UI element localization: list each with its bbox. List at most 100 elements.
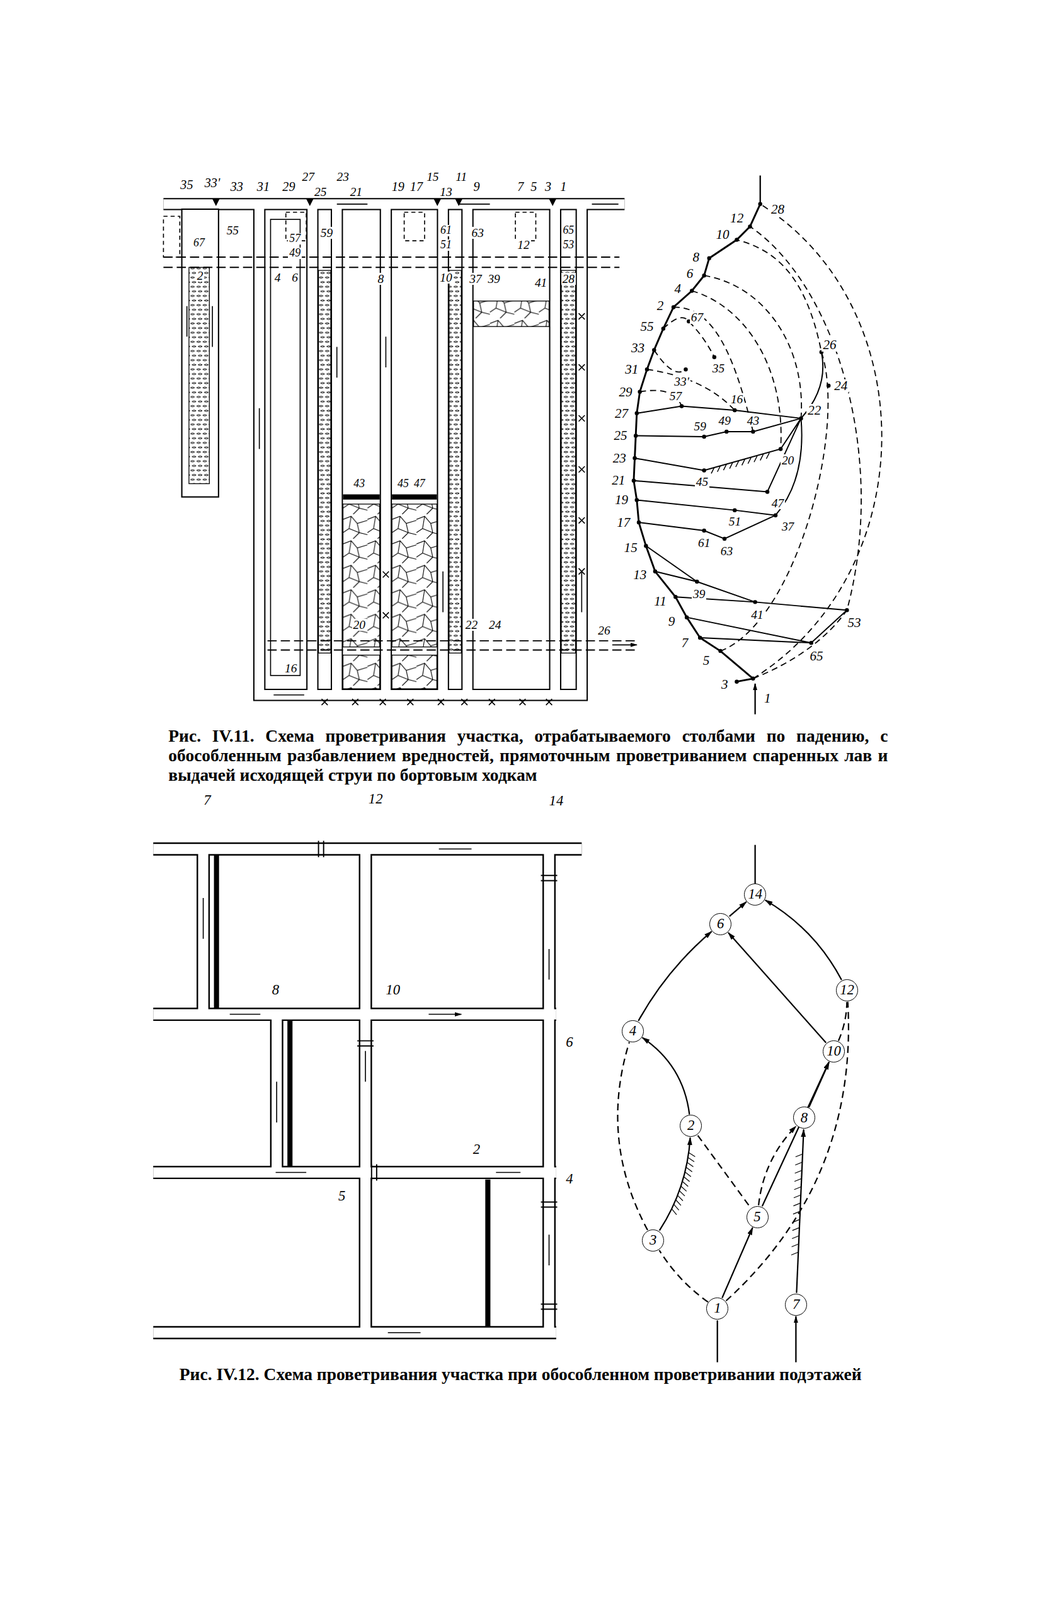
stopping-triangle [212, 199, 557, 207]
network-node: 10 [822, 1040, 845, 1063]
callout-number: 65 [808, 649, 825, 663]
longwall-face [216, 854, 489, 1327]
callout-number: 12 [728, 211, 745, 225]
mine-drift-void [163, 204, 625, 695]
callout-number: 4 [672, 282, 683, 296]
callout-number: 43 [745, 414, 761, 427]
callout-number: 65 [561, 224, 576, 237]
callout-number: 14 [548, 793, 566, 809]
airflow-connector [617, 1042, 648, 1230]
callout-number: 11 [652, 594, 668, 608]
network-node: 8 [793, 1106, 816, 1129]
callout-number: 2 [471, 1142, 482, 1157]
callout-number: 49 [287, 247, 302, 259]
airflow-connector [728, 932, 826, 1043]
collapsed-zone [473, 301, 550, 327]
callout-number: 61 [439, 224, 453, 237]
node-number: 6 [716, 916, 724, 932]
airflow-connector [721, 1227, 753, 1298]
separate-panel [182, 209, 219, 498]
network-node: 2 [679, 1114, 702, 1137]
airflow-connector [659, 1249, 709, 1302]
callout-number: 3 [543, 180, 553, 193]
callout-number: 53 [846, 616, 862, 630]
callout-number: 59 [692, 420, 708, 433]
callout-number: 33' [203, 176, 222, 189]
callout-number: 23 [611, 451, 628, 465]
callout-number: 12 [515, 238, 531, 251]
callout-number: 55 [225, 224, 241, 237]
airflow-connector [729, 901, 747, 917]
network-node: 3 [641, 1229, 665, 1252]
network-node: 14 [744, 883, 767, 906]
callout-number: 7 [680, 636, 690, 650]
callout-number: 10 [438, 271, 453, 284]
callout-number: 1 [762, 691, 773, 705]
callout-number: 17 [615, 515, 632, 530]
callout-number: 47 [412, 478, 427, 490]
callout-number: 25 [612, 429, 629, 443]
network-dashed-branch [640, 204, 882, 679]
airflow-connector [758, 1125, 797, 1206]
node-number: 10 [826, 1043, 842, 1059]
node-number: 4 [629, 1023, 637, 1039]
goaf-hatch [318, 270, 331, 653]
callout-number: 39 [691, 587, 707, 600]
callout-number: 26 [821, 338, 838, 352]
callout-number: 10 [384, 982, 402, 998]
callout-number: 20 [780, 454, 796, 467]
callout-number: 47 [770, 497, 785, 510]
goaf-hatch [188, 267, 210, 484]
callout-number: 53 [561, 239, 576, 251]
callout-number: 28 [561, 272, 576, 285]
callout-number: 16 [283, 662, 298, 675]
network-node: 1 [706, 1297, 729, 1320]
callout-number: 33 [229, 180, 245, 193]
network-node: 7 [784, 1293, 808, 1316]
pillar-loop [270, 219, 300, 676]
stopping-cross [321, 313, 585, 705]
callout-number: 16 [729, 393, 745, 406]
callout-number: 61 [696, 536, 712, 549]
figure-caption: Рис. IV.12. Схема проветривания участка … [132, 1364, 909, 1385]
airflow-connector [838, 1001, 847, 1041]
callout-number: 2 [655, 299, 666, 313]
callout-number: 29 [280, 180, 297, 193]
longwall-face [342, 494, 437, 500]
door-symbol [286, 212, 537, 241]
callout-number: 37 [780, 520, 796, 533]
airflow-arrow [203, 848, 550, 1333]
callout-number: 7 [202, 793, 212, 808]
node-number: 5 [753, 1209, 761, 1225]
face-hatch [791, 1153, 803, 1255]
callout-number: 13 [438, 185, 453, 198]
callout-number: 26 [596, 624, 612, 637]
callout-number: 11 [454, 170, 469, 183]
callout-number: 2 [195, 269, 205, 282]
callout-number: 45 [396, 478, 411, 490]
airflow-arrow [187, 204, 637, 695]
callout-number: 49 [716, 414, 732, 427]
callout-number: 10 [714, 228, 731, 242]
callout-number: 21 [610, 473, 627, 487]
callout-number: 23 [335, 170, 351, 183]
callout-number: 21 [349, 185, 364, 198]
collapsed-zone [342, 503, 380, 647]
node-number: 8 [800, 1110, 808, 1126]
node-number: 1 [713, 1300, 721, 1316]
mine-drift-outline [163, 204, 625, 695]
callout-number: 6 [564, 1035, 574, 1050]
callout-number: 3 [720, 677, 730, 692]
collapsed-zone [391, 655, 437, 689]
mine-drift-void [153, 848, 582, 1333]
callout-number: 13 [631, 568, 648, 582]
collapsed-zone [342, 655, 380, 689]
network-node: 4 [621, 1019, 644, 1042]
callout-number: 17 [408, 180, 424, 193]
callout-number: 41 [749, 608, 765, 621]
callout-number: 5 [701, 653, 712, 668]
callout-number: 25 [313, 185, 328, 198]
dashed-drift [163, 257, 638, 650]
goaf-hatch [449, 270, 462, 653]
